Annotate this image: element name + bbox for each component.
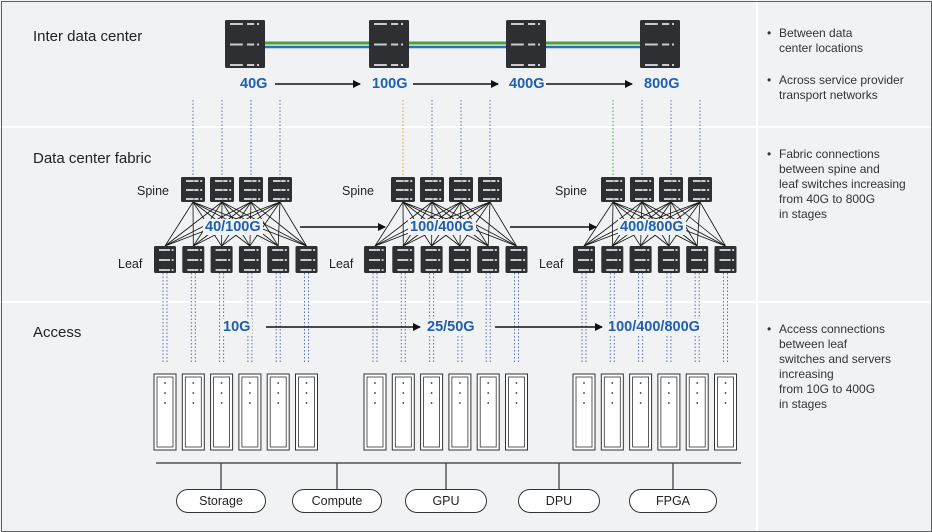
router-switch-icon	[640, 20, 680, 68]
fabric-speed-100-400g: 100/400G	[408, 219, 476, 235]
spine-switch-icon	[268, 177, 292, 202]
inter-dc-band	[0, 0, 932, 126]
server-rack-icon	[572, 373, 596, 451]
leaf-switch-icon	[238, 246, 261, 273]
bullet: •	[767, 73, 772, 87]
bullet: •	[767, 26, 772, 40]
bullet: •	[767, 322, 772, 336]
server-rack-icon	[685, 373, 709, 451]
spine-switch-icon	[391, 177, 415, 202]
access-speed-100-400-800g: 100/400/800G	[606, 319, 702, 335]
note-inter-2: • Across service provider transport netw…	[767, 73, 931, 103]
leaf-switch-icon	[714, 246, 737, 273]
server-rack-icon	[363, 373, 387, 451]
server-rack-icon	[153, 373, 177, 451]
access-speed-10g: 10G	[221, 319, 253, 335]
router-switch-icon	[225, 20, 265, 68]
leaf-switch-icon	[420, 246, 443, 273]
inter-speed-800g: 800G	[642, 76, 682, 92]
spine-switch-icon	[181, 177, 205, 202]
leaf-label-1: Leaf	[118, 257, 143, 271]
access-speed-25-50g: 25/50G	[425, 319, 477, 335]
resource-dpu: DPU	[518, 489, 600, 513]
leaf-switch-icon	[573, 246, 595, 273]
note-access-1: • Access connections between leaf switch…	[767, 322, 931, 412]
spine-switch-icon	[239, 177, 263, 202]
note-text: Across service provider transport networ…	[779, 73, 904, 102]
leaf-switch-icon	[657, 246, 680, 273]
leaf-switch-icon	[392, 246, 415, 273]
spine-label-3: Spine	[555, 184, 587, 198]
section-label-access: Access	[33, 324, 82, 341]
leaf-switch-icon	[629, 246, 652, 273]
fabric-speed-40-100g: 40/100G	[203, 219, 263, 235]
server-rack-icon	[266, 373, 290, 451]
spine-label-2: Spine	[342, 184, 374, 198]
spine-label-1: Spine	[137, 184, 169, 198]
spine-switch-icon	[478, 177, 502, 202]
server-rack-icon	[295, 373, 318, 451]
server-rack-icon	[181, 373, 205, 451]
server-rack-icon	[657, 373, 681, 451]
note-fabric-1: • Fabric connections between spine and l…	[767, 147, 931, 222]
section-label-fabric: Data center fabric	[33, 150, 152, 167]
note-text: Access connections between leaf switches…	[779, 322, 892, 411]
spine-switch-icon	[659, 177, 683, 202]
server-rack-icon	[629, 373, 653, 451]
spine-switch-icon	[601, 177, 625, 202]
leaf-switch-icon	[210, 246, 233, 273]
resource-gpu: GPU	[405, 489, 487, 513]
note-text: Fabric connections between spine and lea…	[779, 147, 906, 221]
leaf-switch-icon	[154, 246, 176, 273]
leaf-switch-icon	[448, 246, 471, 273]
leaf-label-3: Leaf	[539, 257, 564, 271]
spine-switch-icon	[630, 177, 654, 202]
server-rack-icon	[600, 373, 624, 451]
fabric-speed-400-800g: 400/800G	[618, 219, 686, 235]
bullet: •	[767, 147, 772, 161]
server-rack-icon	[210, 373, 234, 451]
leaf-label-2: Leaf	[329, 257, 354, 271]
resource-fpga: FPGA	[629, 489, 717, 513]
leaf-switch-icon	[601, 246, 624, 273]
resource-compute: Compute	[292, 489, 382, 513]
leaf-switch-icon	[477, 246, 500, 273]
spine-switch-icon	[449, 177, 473, 202]
spine-switch-icon	[420, 177, 444, 202]
server-rack-icon	[476, 373, 500, 451]
leaf-switch-icon	[505, 246, 528, 273]
leaf-switch-icon	[267, 246, 290, 273]
leaf-switch-icon	[686, 246, 709, 273]
router-switch-icon	[369, 20, 409, 68]
note-text: Between data center locations	[779, 26, 864, 55]
server-rack-icon	[448, 373, 472, 451]
server-rack-icon	[391, 373, 415, 451]
spine-switch-icon	[688, 177, 712, 202]
server-rack-icon	[238, 373, 262, 451]
inter-speed-100g: 100G	[370, 76, 410, 92]
note-inter-1: • Between data center locations	[767, 26, 931, 56]
leaf-switch-icon	[182, 246, 205, 273]
resource-storage: Storage	[176, 489, 266, 513]
leaf-switch-icon	[364, 246, 386, 273]
server-rack-icon	[505, 373, 528, 451]
inter-speed-40g: 40G	[238, 76, 270, 92]
router-switch-icon	[506, 20, 546, 68]
spine-switch-icon	[210, 177, 234, 202]
server-rack-icon	[714, 373, 737, 451]
leaf-switch-icon	[295, 246, 318, 273]
section-label-inter-dc: Inter data center	[33, 28, 143, 45]
server-rack-icon	[420, 373, 444, 451]
notes-column-divider	[756, 0, 758, 532]
inter-speed-400g: 400G	[507, 76, 547, 92]
